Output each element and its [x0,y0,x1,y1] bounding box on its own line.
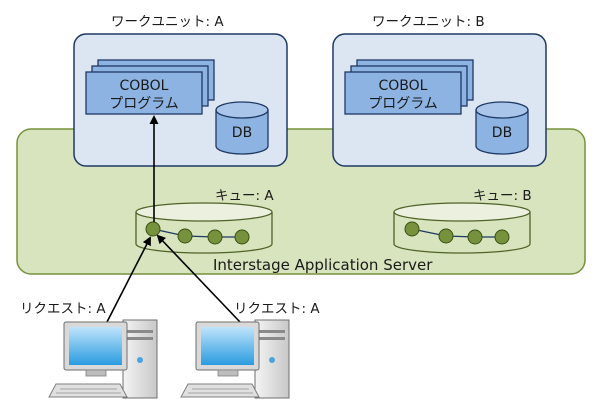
queue-a-label: キュー: A [215,188,274,204]
queue-a: キュー: A [135,188,274,254]
queue-message-node [207,229,223,245]
request-label-2: リクエスト: A [234,301,320,317]
queue-message-node [234,229,250,245]
work-unit-b: ワークユニット: B COBOL プログラム DB [332,14,547,167]
queue-message-node [438,228,454,244]
arrow-request-1-to-queue [106,236,151,323]
program-label-line2: プログラム [109,96,179,112]
queue-link-line [152,228,242,238]
queue-b: キュー: B [393,188,532,254]
work-unit-a: ワークユニット: A COBOL プログラム DB [73,14,288,167]
program-sheet-front [85,71,203,115]
client-computer-icon [48,319,158,399]
program-label-line1: COBOL [120,78,169,94]
client-computer-icon [180,319,290,399]
program-label-line2: プログラム [368,96,438,112]
queue-message-node [467,229,483,245]
request-label-1: リクエスト: A [20,301,106,317]
queue-message-node [494,229,510,245]
queue-message-node [145,221,161,237]
work-unit-b-title: ワークユニット: B [372,14,485,30]
work-unit-a-title: ワークユニット: A [111,14,224,30]
program-sheet-front [344,71,462,115]
queue-message-node [404,221,420,237]
database-icon [475,101,529,155]
queue-b-label: キュー: B [473,188,532,204]
database-icon [215,101,269,155]
program-label-line1: COBOL [379,78,428,94]
queue-link-line [411,228,502,238]
server-label: Interstage Application Server [213,256,433,274]
queue-message-node [177,228,193,244]
database-label: DB [492,125,512,141]
database-label: DB [232,125,252,141]
arrow-request-2-to-queue [156,234,241,323]
